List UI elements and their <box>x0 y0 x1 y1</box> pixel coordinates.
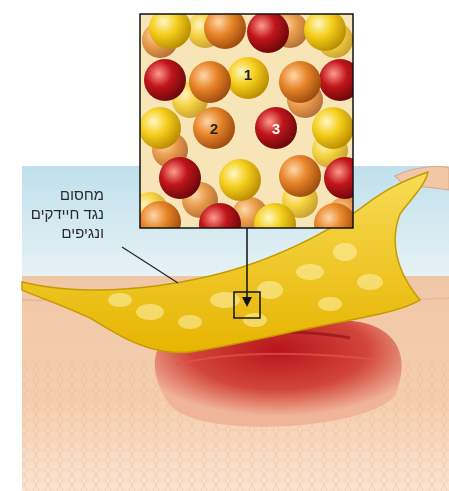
callout-line-2: נגד חיידקים <box>6 205 104 224</box>
atom <box>304 9 346 51</box>
atom <box>159 157 201 199</box>
atom-label-2: 2 <box>210 121 218 138</box>
atom <box>144 59 186 101</box>
atom-label-3: 3 <box>272 121 280 138</box>
atom <box>279 155 321 197</box>
atom <box>279 61 321 103</box>
atom <box>189 61 231 103</box>
atom <box>247 11 289 53</box>
callout-line-3: ונגיפים <box>6 224 104 243</box>
barrier-callout: מחסום נגד חיידקים ונגיפים <box>6 186 104 243</box>
atom <box>139 107 181 149</box>
atom <box>319 59 361 101</box>
callout-line-1: מחסום <box>6 186 104 205</box>
atom-label-1: 1 <box>244 67 252 84</box>
atom <box>219 159 261 201</box>
atom <box>312 107 354 149</box>
